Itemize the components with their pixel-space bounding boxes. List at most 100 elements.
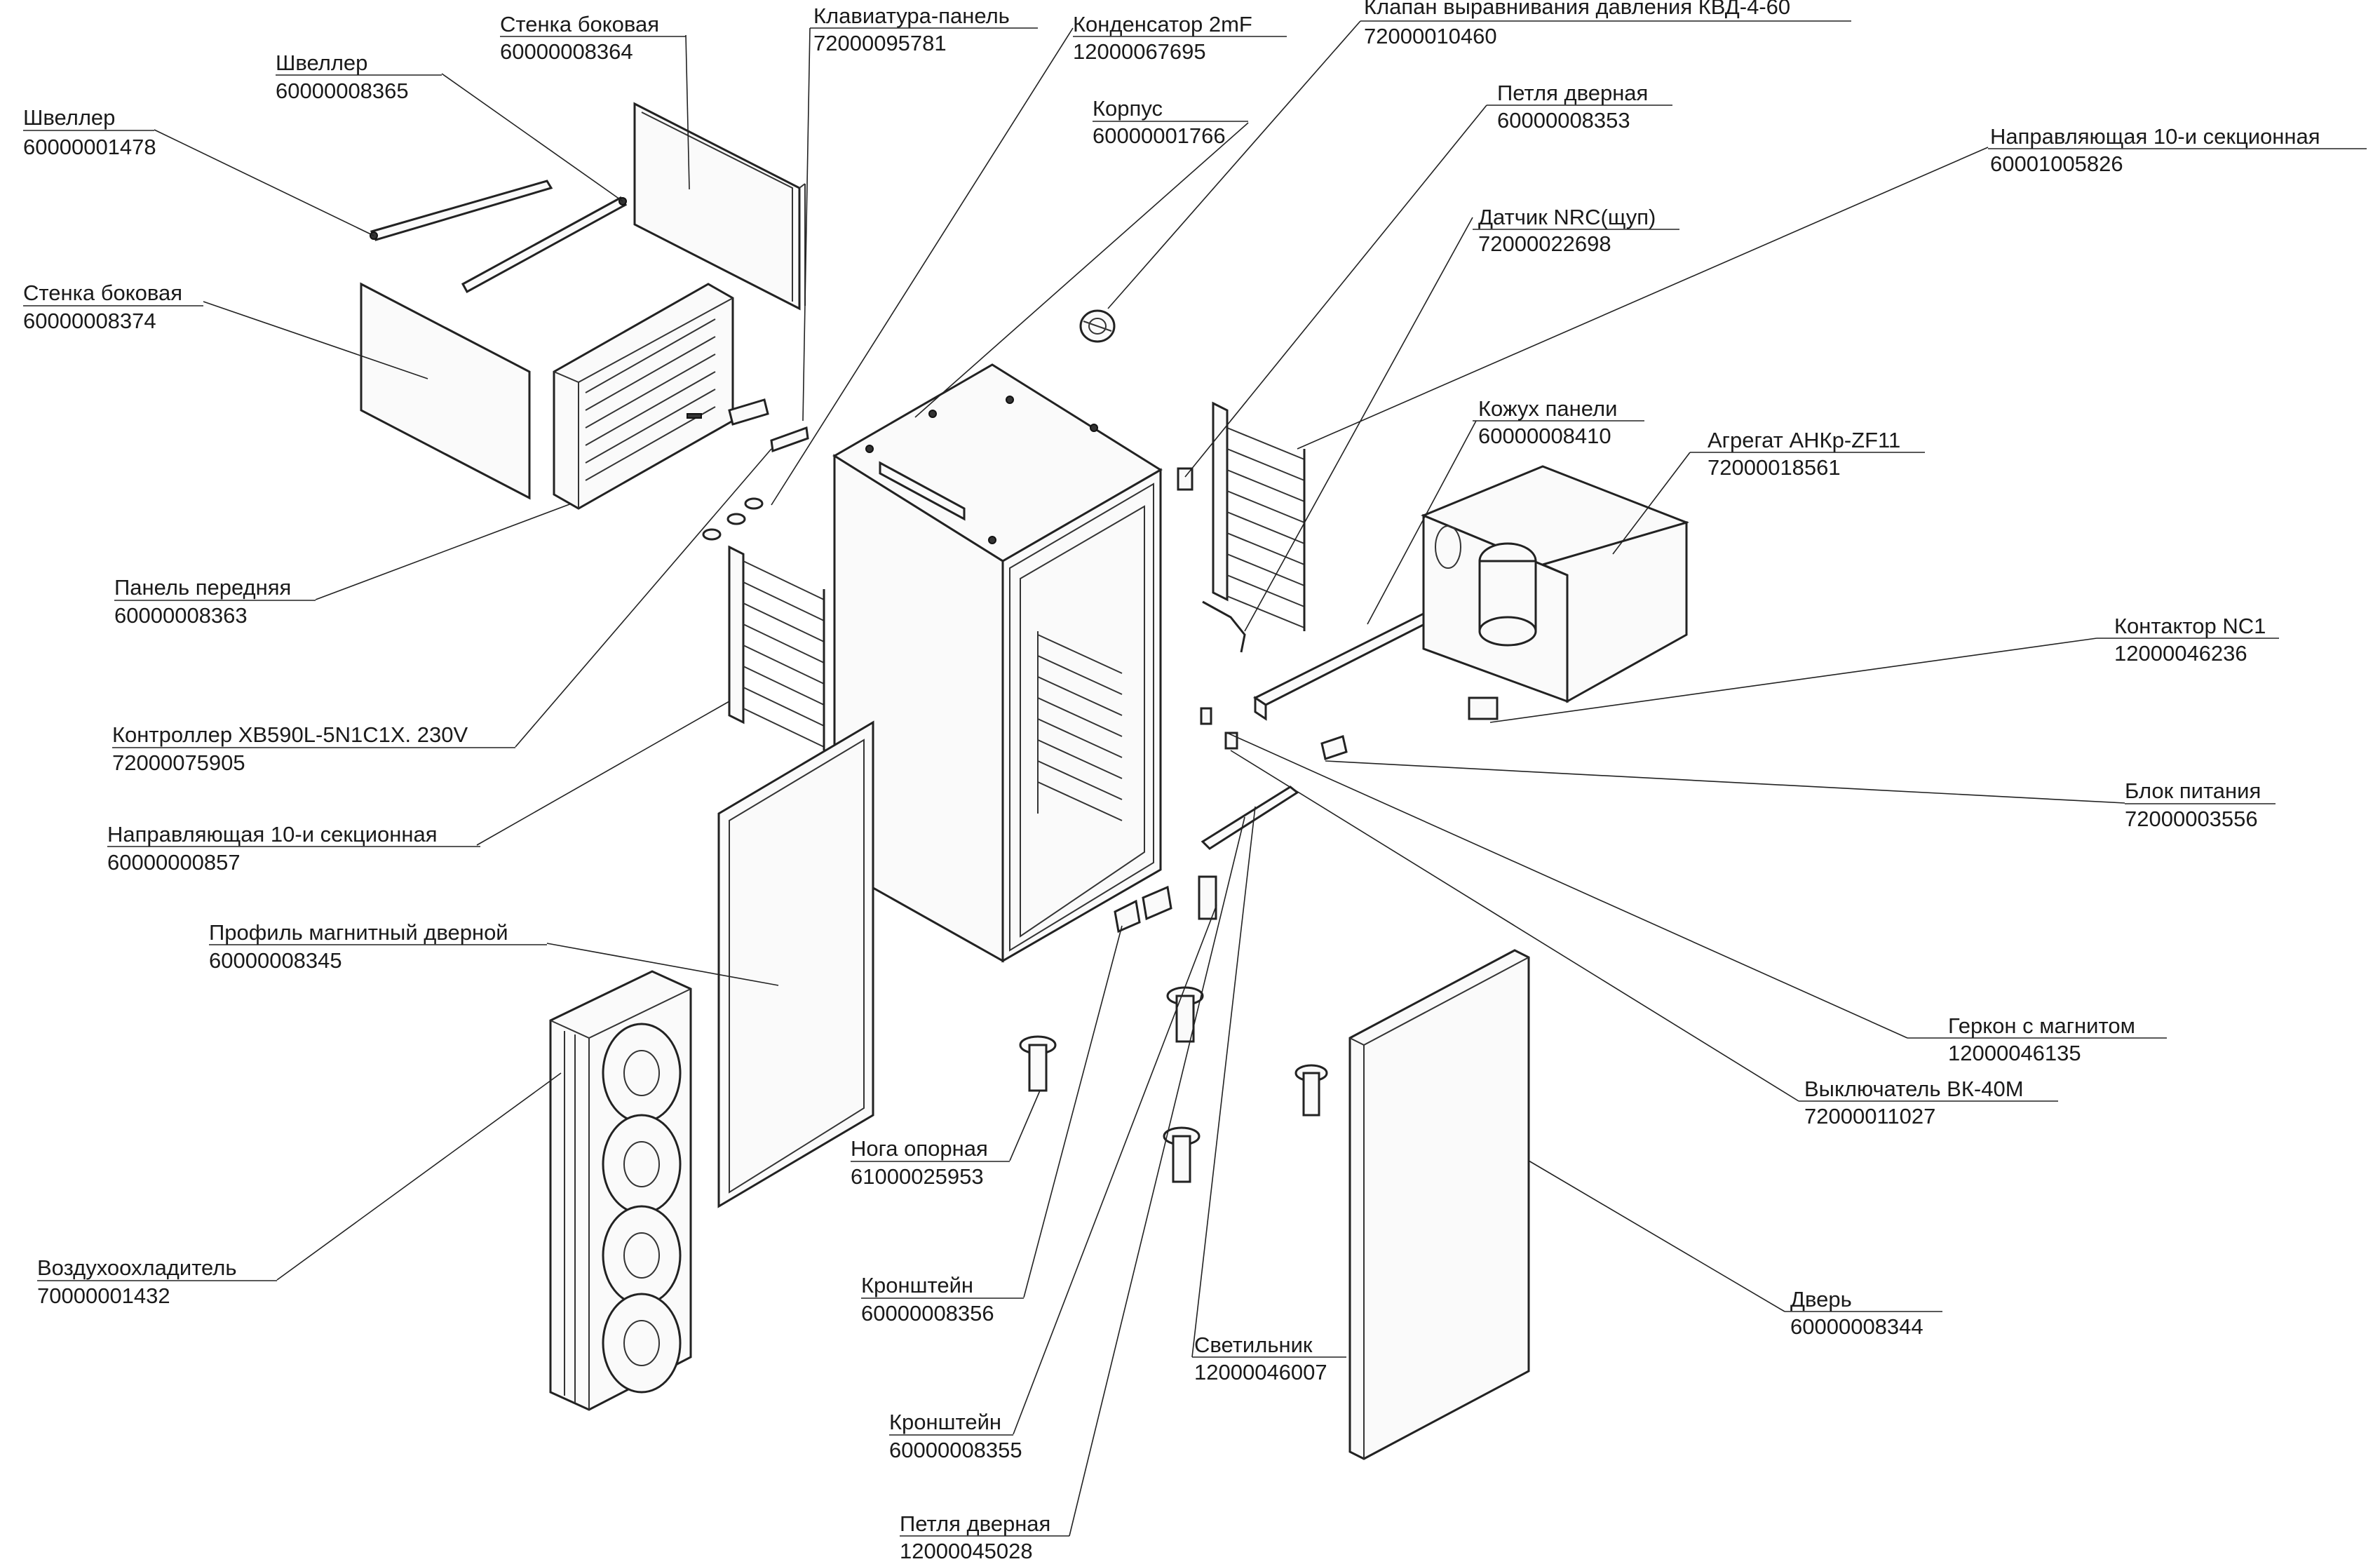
label-kronshtein-8355: Кронштейн 60000008355 — [889, 1410, 1022, 1462]
cabinet-body-drawing — [832, 363, 1163, 963]
label-name: Клавиатура-панель — [813, 4, 1010, 28]
valve-drawing — [1079, 309, 1116, 343]
label-name: Воздухоохладитель — [37, 1255, 237, 1280]
label-code: 60000008344 — [1790, 1314, 1923, 1339]
label-name: Дверь — [1790, 1287, 1852, 1312]
label-code: 12000046236 — [2114, 641, 2247, 666]
label-code: 72000011027 — [1804, 1104, 1935, 1128]
label-code: 72000095781 — [813, 31, 947, 55]
door-gasket-drawing — [717, 720, 874, 1208]
right-guide-rack-drawing — [1212, 401, 1306, 631]
label-vyklyuchatel: Выключатель ВК-40М 72000011027 — [1799, 1077, 2058, 1128]
label-code: 70000001432 — [37, 1283, 170, 1308]
small-electrical-parts-drawing — [702, 398, 809, 541]
label-code: 60000001766 — [1093, 123, 1226, 148]
label-blok-pitaniya: Блок питания 72000003556 — [2125, 778, 2276, 831]
label-code: 72000022698 — [1478, 231, 1611, 256]
label-klaviatura: Клавиатура-панель 72000095781 — [810, 4, 1038, 55]
label-datchik: Датчик NRC(щуп) 72000022698 — [1473, 205, 1679, 256]
label-code: 12000045028 — [900, 1539, 1033, 1560]
label-noga: Нога опорная 61000025953 — [851, 1136, 1010, 1189]
side-wall-left-drawing — [360, 282, 531, 500]
label-profil: Профиль магнитный дверной 60000008345 — [209, 920, 547, 973]
label-name: Швеллер — [23, 105, 115, 130]
label-stenka-8364: Стенка боковая 60000008364 — [500, 12, 686, 64]
label-name: Стенка боковая — [500, 12, 659, 36]
label-name: Швеллер — [276, 50, 367, 75]
leader-lines — [154, 20, 2125, 1537]
left-guide-rack-drawing — [728, 545, 825, 750]
label-stenka-8374: Стенка боковая 60000008374 — [23, 281, 203, 333]
label-name: Геркон с магнитом — [1948, 1013, 2135, 1038]
label-code: 61000025953 — [851, 1164, 984, 1189]
label-name: Контактор NC1 — [2114, 614, 2266, 638]
label-petlya-5028: Петля дверная 12000045028 — [900, 1511, 1069, 1563]
label-code: 12000046135 — [1948, 1041, 2081, 1065]
support-legs-drawing — [1019, 986, 1328, 1183]
label-code: 12000067695 — [1073, 39, 1206, 64]
panel-cover-drawing — [1253, 609, 1444, 721]
door-drawing — [1348, 949, 1530, 1460]
air-cooler-drawing — [549, 970, 692, 1411]
label-vozdukhookhladitel: Воздухоохладитель 70000001432 — [37, 1255, 277, 1308]
inner-shelf-guides — [1037, 631, 1123, 821]
label-code: 60000008410 — [1478, 424, 1611, 448]
label-shveller-1478: Швеллер 60000001478 — [23, 105, 156, 159]
label-code: 60000008365 — [276, 79, 409, 103]
label-name: Петля дверная — [900, 1511, 1050, 1536]
label-name: Кронштейн — [861, 1273, 973, 1297]
label-svetilnik: Светильник 12000046007 — [1192, 1333, 1346, 1384]
sensor-probe-drawing — [1177, 467, 1246, 653]
label-klapan: Клапан выравнивания давления КВД-4-60 72… — [1360, 0, 1851, 48]
label-agregat: Агрегат АНКр-ZF11 72000018561 — [1690, 428, 1925, 480]
label-name: Петля дверная — [1497, 81, 1648, 105]
label-name: Конденсатор 2mF — [1073, 12, 1252, 36]
label-code: 60001005826 — [1990, 151, 2123, 176]
condensing-unit-drawing — [1421, 465, 1689, 720]
label-code: 60000008364 — [500, 39, 633, 64]
label-shveller-8365: Швеллер 60000008365 — [276, 50, 442, 103]
label-panel-perednyaya: Панель передняя 60000008363 — [114, 575, 316, 628]
label-code: 72000010460 — [1364, 24, 1497, 48]
label-code: 60000000857 — [107, 850, 241, 875]
label-name: Выключатель ВК-40М — [1804, 1077, 2024, 1101]
brackets-drawing — [1114, 875, 1217, 933]
light-tube-drawing — [1201, 786, 1299, 850]
label-code: 12000046007 — [1194, 1360, 1327, 1384]
label-name: Блок питания — [2125, 778, 2261, 803]
label-code: 60000001478 — [23, 135, 156, 159]
label-gerkon: Геркон с магнитом 12000046135 — [1907, 1013, 2167, 1065]
label-napr-0857: Направляющая 10-и секционная 60000000857 — [107, 822, 480, 875]
label-kozhukh: Кожух панели 60000008410 — [1473, 396, 1644, 448]
label-code: 60000008355 — [889, 1438, 1022, 1462]
label-name: Стенка боковая — [23, 281, 182, 305]
label-kondensator: Конденсатор 2mF 12000067695 — [1073, 12, 1287, 64]
label-code: 60000008353 — [1497, 108, 1630, 133]
label-code: 60000008356 — [861, 1301, 994, 1326]
label-code: 60000008345 — [209, 948, 342, 973]
label-napr-5826: Направляющая 10-и секционная 60001005826 — [1988, 124, 2367, 176]
label-name: Направляющая 10-и секционная — [1990, 124, 2320, 149]
label-code: 60000008363 — [114, 603, 248, 628]
label-code: 72000075905 — [112, 750, 245, 775]
label-name: Кожух панели — [1478, 396, 1617, 421]
label-code: 72000003556 — [2125, 807, 2258, 831]
label-name: Панель передняя — [114, 575, 291, 600]
label-name: Направляющая 10-и секционная — [107, 822, 438, 847]
label-kronshtein-8356: Кронштейн 60000008356 — [861, 1273, 1024, 1326]
label-name: Агрегат АНКр-ZF11 — [1708, 428, 1900, 452]
label-code: 60000008374 — [23, 309, 156, 333]
side-wall-upper-drawing — [633, 102, 806, 311]
label-code: 72000018561 — [1708, 455, 1841, 480]
label-dver: Дверь 60000008344 — [1785, 1287, 1942, 1339]
switch-parts-drawing — [1200, 707, 1348, 760]
label-name: Контроллер XB590L-5N1C1X. 230V — [112, 722, 468, 747]
label-korpus: Корпус 60000001766 — [1093, 96, 1248, 148]
label-name: Датчик NRC(щуп) — [1478, 205, 1656, 229]
label-petlya-8353: Петля дверная 60000008353 — [1487, 81, 1672, 133]
label-name: Нога опорная — [851, 1136, 988, 1161]
front-panel-drawing — [553, 283, 734, 510]
channel-bars-drawing — [370, 180, 628, 294]
